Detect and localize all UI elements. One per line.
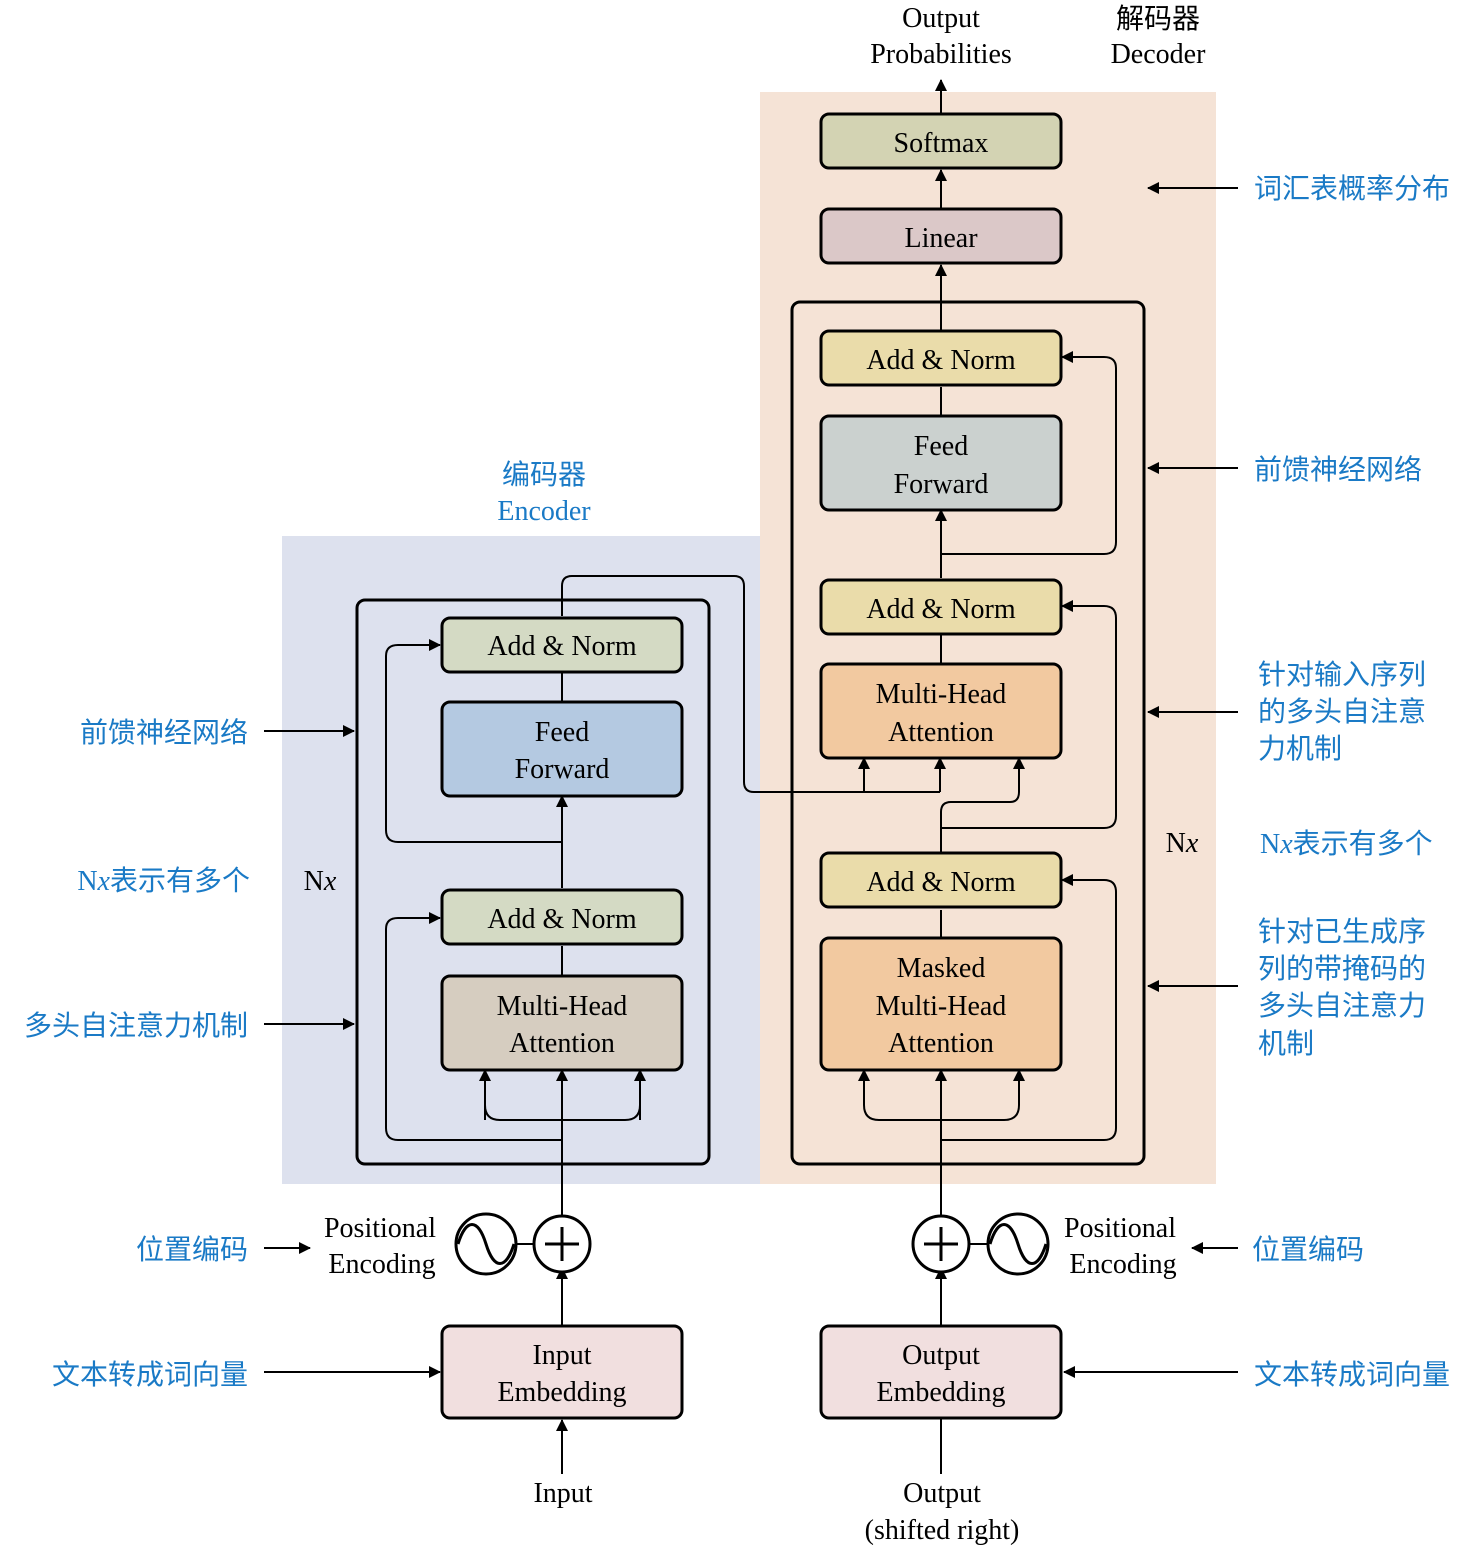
input-label: Input — [533, 1478, 592, 1509]
connection-lines — [385, 79, 1117, 1474]
annotation-right-masked-2: 列的带掩码的 — [1258, 952, 1426, 985]
linear-box — [819, 207, 1063, 265]
output-embedding-line2: Embedding — [876, 1377, 1005, 1408]
output-label-line1: Output — [903, 1478, 981, 1509]
decoder-masked-attention-box — [819, 936, 1063, 1072]
encoder-feed-forward-box — [440, 700, 684, 798]
encoder-positional-line2: Encoding — [328, 1249, 435, 1280]
decoder-add-norm-bottom-label: Add & Norm — [866, 867, 1016, 898]
decoder-add-norm-bottom-box — [819, 851, 1063, 909]
output-embedding-line1: Output — [902, 1340, 980, 1371]
input-embedding-box — [440, 1324, 684, 1420]
decoder-add-norm-mid-box — [819, 578, 1063, 636]
annotation-right-positional: 位置编码 — [1252, 1233, 1364, 1266]
decoder-positional-line1: Positional — [1064, 1213, 1176, 1244]
encoder-stack-frame — [355, 598, 711, 1166]
decoder-add-norm-mid-label: Add & Norm — [866, 594, 1016, 625]
annotation-right-vocab: 词汇表概率分布 — [1254, 172, 1450, 205]
input-embedding-line1: Input — [532, 1340, 591, 1371]
annotation-left-nx: Nx表示有多个 — [77, 864, 250, 897]
annotation-right-cross-attention-3: 力机制 — [1258, 732, 1342, 765]
plus-icon — [924, 1227, 958, 1261]
annotation-arrows — [264, 182, 1238, 1378]
plus-icon — [545, 1227, 579, 1261]
decoder-positional-line2: Encoding — [1069, 1249, 1176, 1280]
decoder-cross-attention-box — [819, 662, 1063, 760]
decoder-feed-forward-line1: Feed — [914, 431, 968, 462]
output-probabilities-line1: Output — [902, 3, 980, 34]
annotation-right-cross-attention-1: 针对输入序列 — [1258, 658, 1426, 691]
annotation-right-masked-4: 机制 — [1258, 1027, 1314, 1060]
decoder-cross-attention-line1: Multi-Head — [876, 679, 1007, 710]
annotation-left-positional: 位置编码 — [136, 1233, 248, 1266]
decoder-masked-attention-line3: Attention — [888, 1028, 994, 1059]
decoder-nx-label: Nx — [1166, 828, 1199, 859]
decoder-title-en: Decoder — [1111, 39, 1207, 70]
encoder-feed-forward-line1: Feed — [535, 717, 589, 748]
annotation-right-feed-forward: 前馈神经网络 — [1254, 453, 1422, 486]
sine-wave-icon — [988, 1223, 1048, 1265]
decoder-title-cn: 解码器 — [1116, 2, 1200, 35]
encoder-feed-forward-line2: Forward — [515, 754, 610, 785]
annotation-left-embedding: 文本转成词向量 — [52, 1358, 248, 1391]
decoder-masked-attention-line2: Multi-Head — [876, 991, 1007, 1022]
sine-wave-icon — [456, 1223, 516, 1265]
decoder-stack-frame — [790, 300, 1146, 1166]
annotation-right-embedding: 文本转成词向量 — [1254, 1358, 1450, 1391]
encoder-title-cn: 编码器 — [502, 458, 586, 491]
output-label-line2: (shifted right) — [865, 1515, 1020, 1546]
encoder-add-norm-top-label: Add & Norm — [487, 631, 637, 662]
encoder-title-en: Encoder — [497, 496, 591, 527]
decoder-add-norm-top-label: Add & Norm — [866, 345, 1016, 376]
output-embedding-box — [819, 1324, 1063, 1420]
decoder-masked-attention-line1: Masked — [897, 953, 986, 984]
input-embedding-line2: Embedding — [497, 1377, 626, 1408]
annotation-right-cross-attention-2: 的多头自注意 — [1258, 695, 1426, 728]
annotation-left-feed-forward: 前馈神经网络 — [80, 716, 248, 749]
encoder-nx-label: Nx — [304, 866, 337, 897]
decoder-cross-attention-line2: Attention — [888, 717, 994, 748]
encoder-add-norm-top-box — [440, 616, 684, 674]
encoder-attention-line2: Attention — [509, 1028, 615, 1059]
softmax-label: Softmax — [894, 128, 989, 159]
decoder-feed-forward-line2: Forward — [894, 469, 989, 500]
softmax-box — [819, 112, 1063, 170]
encoder-positional-line1: Positional — [324, 1213, 436, 1244]
encoder-attention-line1: Multi-Head — [497, 991, 628, 1022]
encoder-attention-box — [440, 974, 684, 1072]
annotation-right-masked-3: 多头自注意力 — [1258, 989, 1426, 1022]
decoder-feed-forward-box — [819, 414, 1063, 512]
encoder-add-norm-bottom-label: Add & Norm — [487, 904, 637, 935]
annotation-right-masked-1: 针对已生成序 — [1258, 915, 1426, 948]
annotation-right-nx: Nx表示有多个 — [1260, 827, 1433, 860]
output-probabilities-line2: Probabilities — [870, 39, 1012, 70]
annotation-left-self-attention: 多头自注意力机制 — [24, 1009, 248, 1042]
linear-label: Linear — [904, 223, 978, 254]
encoder-add-norm-bottom-box — [440, 888, 684, 946]
decoder-add-norm-top-box — [819, 329, 1063, 387]
